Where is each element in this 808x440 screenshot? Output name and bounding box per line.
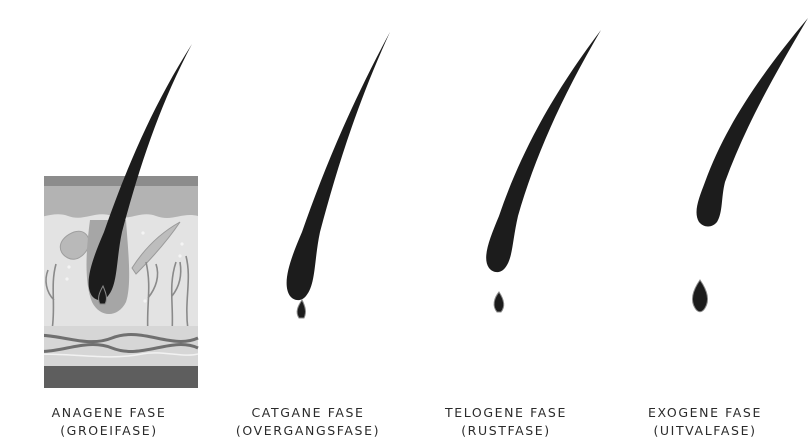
label-catagen-subtitle: (OVERGANGSFASE) [213,422,403,440]
bottom-tissue-band [22,366,198,388]
dermis-cell [504,275,507,278]
label-anagen-subtitle: (GROEIFASE) [14,422,204,440]
label-catagen-title: CATGANE FASE [213,404,403,422]
dermis-cell [141,231,144,234]
dermis-cell [283,288,286,291]
dermis-cell [681,287,684,290]
dermis-cell [646,252,649,255]
blood-vessel [221,335,397,342]
dermis-cell [322,299,325,302]
nerve-fiber [583,256,585,330]
sebaceous-gland [658,231,687,259]
nerve-fiber [782,256,784,330]
dermis-cell [463,276,466,279]
arrector-pili-muscle [720,222,778,264]
dermis-cell [467,252,470,255]
bottom-tissue-band [419,366,595,388]
nerve-fiber [345,262,357,334]
lymph-vessel [221,353,397,357]
skin-surface-band [221,176,397,186]
dermis-cell [539,230,542,233]
nerve-fiber [742,262,754,334]
arrector-pili-muscle [519,224,573,268]
label-telogen-subtitle: (RUSTFASE) [411,422,601,440]
nerve-fiber [371,262,380,332]
bottom-tissue-band [221,366,397,388]
nerve-fiber [245,264,255,330]
lymph-vessel [618,353,794,357]
dermis-cell [180,242,183,245]
dermis-cell [359,242,362,245]
dermis-cell [718,230,721,233]
dermis-cell [32,230,35,233]
dermis-cell [576,253,579,256]
dermis-cell [720,298,723,301]
sebaceous-gland [259,231,288,259]
dermis-cell [502,287,505,290]
epidermis-layer [22,186,198,218]
label-catagen: CATGANE FASE (OVERGANGSFASE) [213,404,403,440]
nerve-fiber [569,262,578,332]
hair-shaft-telogen [486,30,601,272]
blood-vessel [618,345,794,352]
hair-follicle [685,222,719,279]
dermis-cell [578,241,581,244]
nerve-fiber [642,264,652,330]
dermis-cell [722,286,725,289]
dermis-cell [683,275,686,278]
nerve-fiber [31,256,42,330]
dermis-cell [757,241,760,244]
subcutaneous-layer [618,326,794,366]
dermis-cell [178,254,181,257]
label-exogen: EXOGENE FASE (UITVALFASE) [610,404,800,440]
dermis-cell [685,263,688,266]
dermis-cell [65,277,68,280]
nerve-fiber [385,256,387,330]
papilla-telogen [494,292,504,312]
hair-shaft-exogen [697,18,808,227]
dermis-cell [541,298,544,301]
label-exogen-title: EXOGENE FASE [610,404,800,422]
lymph-vessel [419,353,595,357]
skin-surface-band [22,176,198,186]
nerve-fiber [428,256,439,330]
nerve-fiber [768,262,777,332]
subcutaneous-layer [221,326,397,366]
nerve-fiber [443,264,453,330]
dermis-cell [143,299,146,302]
skin-surface-band [419,176,595,186]
dermis-cell [250,241,253,244]
blood-vessel [419,335,595,342]
dermis-cell [759,309,762,312]
dermis-cell [324,287,327,290]
label-telogen: TELOGENE FASE (RUSTFASE) [411,404,601,440]
hair-shaft-catagen [287,32,390,300]
sebaceous-gland [455,229,484,257]
nerve-fiber [627,256,638,330]
label-anagen-title: ANAGENE FASE [14,404,204,422]
nerve-fiber [543,262,555,334]
label-telogen-title: TELOGENE FASE [411,404,601,422]
dermis-cell [246,265,249,268]
dermis-cell [361,230,364,233]
dermis-cell [248,253,251,256]
dermis-cell [67,265,70,268]
label-anagen: ANAGENE FASE (GROEIFASE) [14,404,204,440]
subcutaneous-layer [419,326,595,366]
dermis-cell [644,264,647,267]
label-exogen-subtitle: (UITVALFASE) [610,422,800,440]
blood-vessel [618,335,794,342]
papilla-catagen [297,300,305,318]
arrector-pili-muscle [331,222,379,274]
papilla-exogen [693,280,708,312]
bottom-tissue-band [618,366,794,388]
blood-vessel [221,345,397,352]
dermis-cell [465,264,468,267]
blood-vessel [419,345,595,352]
nerve-fiber [230,256,241,330]
